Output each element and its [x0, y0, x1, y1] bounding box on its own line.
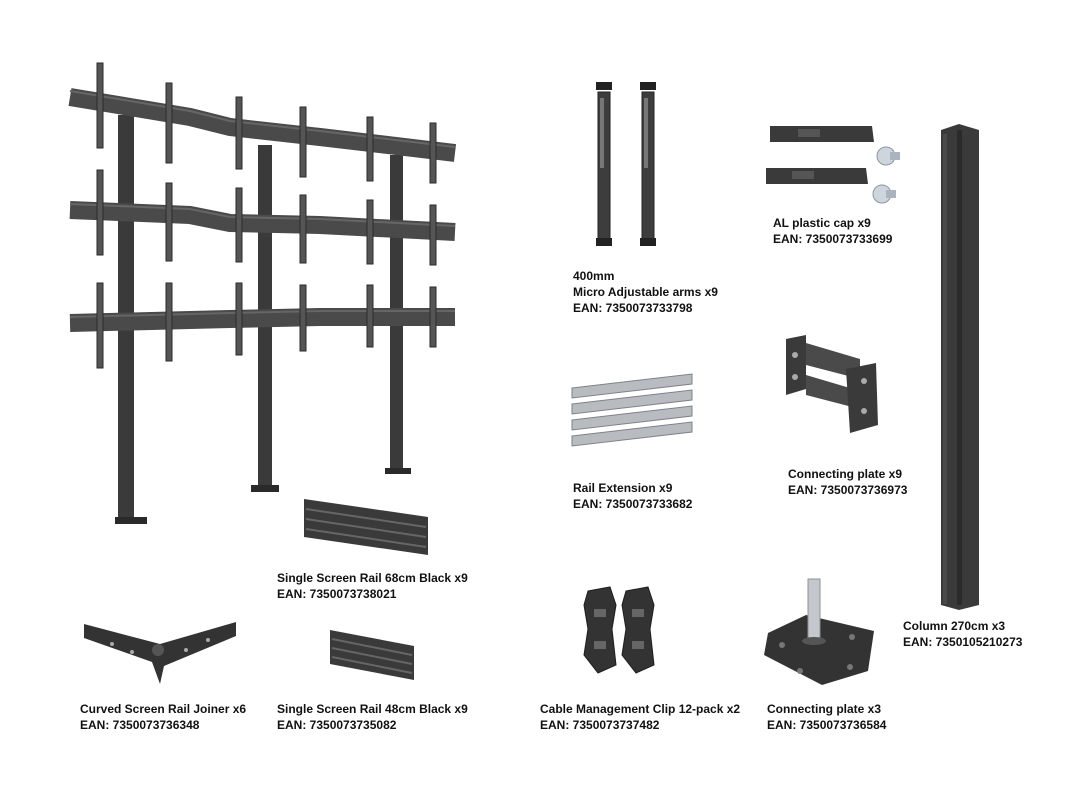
rail-extension-icon	[571, 373, 693, 447]
column-name: Column 270cm x3	[903, 619, 1006, 633]
connplate3-ean: EAN: 7350073736584	[767, 718, 887, 732]
connplate9-ean: EAN: 7350073736973	[788, 483, 908, 497]
screen-rail-68-icon	[304, 499, 428, 555]
connplate3-caption: Connecting plate x3 EAN: 7350073736584	[767, 701, 886, 733]
column-icon	[941, 124, 979, 610]
connplate3-name: Connecting plate x3	[767, 702, 882, 716]
joiner-name: Curved Screen Rail Joiner x6	[80, 702, 247, 716]
rail-ext-ean: EAN: 7350073733682	[573, 497, 693, 511]
cap-name: AL plastic cap x9	[773, 216, 871, 230]
rail48-ean: EAN: 7350073735082	[277, 718, 397, 732]
cap-ean: EAN: 7350073733699	[773, 232, 893, 246]
connecting-plate-bracket-icon	[786, 335, 878, 433]
clip-caption: Cable Management Clip 12-pack x2 EAN: 73…	[540, 701, 740, 733]
rail68-name: Single Screen Rail 68cm Black x9	[277, 571, 468, 585]
rail68-caption: Single Screen Rail 68cm Black x9 EAN: 73…	[277, 570, 468, 602]
arms-caption: 400mm Micro Adjustable arms x9 EAN: 7350…	[573, 268, 718, 316]
rail48-name: Single Screen Rail 48cm Black x9	[277, 702, 468, 716]
arms-ean: EAN: 7350073733798	[573, 301, 693, 315]
curved-rail-joiner-icon	[84, 622, 236, 684]
screen-rail-48-icon	[330, 630, 414, 680]
clip-ean: EAN: 7350073737482	[540, 718, 660, 732]
joiner-caption: Curved Screen Rail Joiner x6 EAN: 735007…	[80, 701, 246, 733]
rail48-caption: Single Screen Rail 48cm Black x9 EAN: 73…	[277, 701, 468, 733]
clip-name: Cable Management Clip 12-pack x2	[540, 702, 741, 716]
floor-plate-icon	[764, 578, 874, 685]
adjustable-arms-icon	[596, 82, 656, 246]
cap-caption: AL plastic cap x9 EAN: 7350073733699	[773, 215, 892, 247]
cable-clip-icon	[583, 586, 655, 674]
column-caption: Column 270cm x3 EAN: 7350105210273	[903, 618, 1022, 650]
column-ean: EAN: 7350105210273	[903, 635, 1023, 649]
arms-size: 400mm	[573, 269, 615, 283]
arms-name: Micro Adjustable arms x9	[573, 285, 718, 299]
connplate9-caption: Connecting plate x9 EAN: 7350073736973	[788, 466, 907, 498]
rail-ext-caption: Rail Extension x9 EAN: 7350073733682	[573, 480, 692, 512]
rail-ext-name: Rail Extension x9	[573, 481, 673, 495]
rail68-ean: EAN: 7350073738021	[277, 587, 397, 601]
joiner-ean: EAN: 7350073736348	[80, 718, 200, 732]
video-wall-assembly-icon	[68, 62, 457, 524]
connplate9-name: Connecting plate x9	[788, 467, 903, 481]
plastic-cap-icon	[766, 126, 900, 204]
